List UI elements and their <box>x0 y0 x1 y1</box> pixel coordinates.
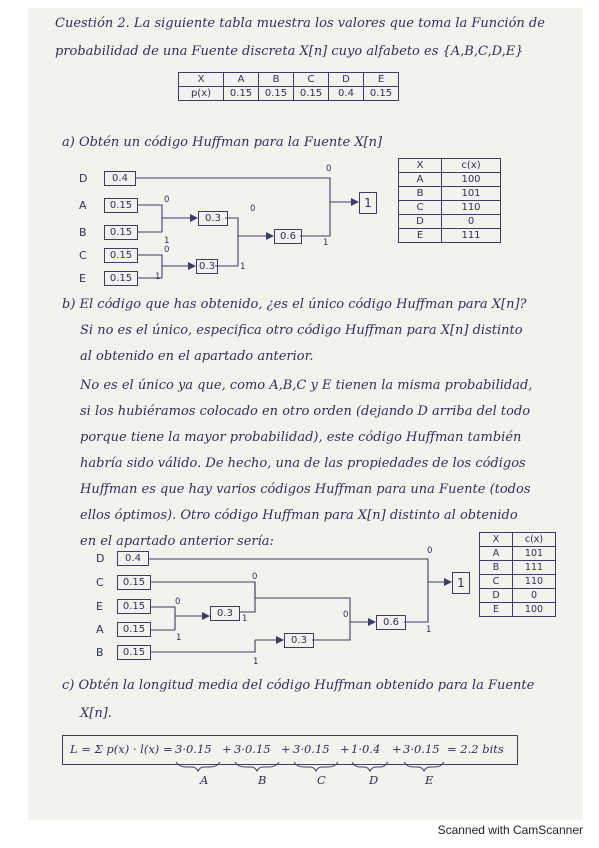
part-c-line-1: c) Obtén la longitud media del código Hu… <box>62 678 535 693</box>
part-b-line: en el apartado anterior sería: <box>80 534 274 549</box>
tree-a-merge-box: 0.3 <box>198 211 228 226</box>
part-b-line: Si no es el único, especifica otro códig… <box>80 323 523 338</box>
tree-a-symbol: E <box>79 272 86 285</box>
tree-b-bit: 1 <box>176 633 182 643</box>
table-cell: 111 <box>441 228 501 243</box>
table-cell: 0.15 <box>293 86 329 101</box>
formula-under-label: D <box>369 773 379 787</box>
formula-plus-sign: + <box>281 742 291 756</box>
tree-a-prob-box: 0.15 <box>104 198 138 213</box>
tree-b-prob-box: 0.15 <box>117 599 151 614</box>
formula-lhs: L = Σ p(x) · l(x) = <box>70 742 173 756</box>
tree-b-bit: 0 <box>175 597 181 607</box>
tree-a-bit: 1 <box>240 262 246 272</box>
scanned-page <box>28 8 583 820</box>
formula-plus-sign: + <box>392 742 402 756</box>
formula-term: 1·0.4 <box>351 742 381 756</box>
part-a-title: a) Obtén un código Huffman para la Fuent… <box>62 135 383 150</box>
question-line-1: Cuestión 2. La siguiente tabla muestra l… <box>55 16 545 31</box>
probability-table-row: p(x) 0.15 0.15 0.15 0.4 0.15 <box>178 86 399 101</box>
part-c-line-2: X[n]. <box>80 706 112 721</box>
tree-b-bit: 0 <box>252 572 258 582</box>
tree-a-prob-box: 0.4 <box>104 171 136 186</box>
formula-plus-sign: + <box>340 742 350 756</box>
tree-a-symbol: B <box>79 226 87 239</box>
part-b-line: Huffman es que hay varios códigos Huffma… <box>80 482 531 497</box>
tree-a-merge-box: 0.6 <box>274 229 302 244</box>
tree-b-merge-box: 0.3 <box>210 606 240 621</box>
tree-b-bit: 1 <box>253 657 259 667</box>
part-b-line: al obtenido en el apartado anterior. <box>80 349 314 364</box>
formula-under-label: C <box>317 773 326 787</box>
formula-term: 3·0.15 <box>403 742 440 756</box>
probability-table: X A B C D E p(x) 0.15 0.15 0.15 0.4 0.15 <box>178 72 399 101</box>
formula-result: = 2.2 bits <box>447 742 504 756</box>
part-b-line: ellos óptimos). Otro código Huffman para… <box>80 508 518 523</box>
tree-b-root-box: 1 <box>452 572 470 594</box>
tree-b-bit: 0 <box>427 546 433 556</box>
table-cell: 100 <box>512 602 556 617</box>
tree-a-bit: 1 <box>155 272 161 282</box>
formula-frame <box>62 735 518 765</box>
tree-b-symbol: C <box>96 576 104 589</box>
formula-term: 3·0.15 <box>175 742 212 756</box>
formula-under-label: E <box>425 773 434 787</box>
tree-a-symbol: A <box>79 199 87 212</box>
formula-under-label: B <box>258 773 267 787</box>
tree-b-prob-box: 0.15 <box>117 575 151 590</box>
tree-a-prob-box: 0.15 <box>104 248 138 263</box>
tree-b-merge-box: 0.3 <box>284 633 314 648</box>
tree-a-symbol: D <box>79 172 88 185</box>
tree-a-prob-box: 0.15 <box>104 271 138 286</box>
tree-b-prob-box: 0.4 <box>117 551 149 566</box>
tree-b-bit: 1 <box>242 614 248 624</box>
table-cell: 0.15 <box>363 86 399 101</box>
tree-b-prob-box: 0.15 <box>117 645 151 660</box>
formula-term: 3·0.15 <box>293 742 330 756</box>
part-b-line: habría sido válido. De hecho, una de las… <box>80 456 526 471</box>
part-b-line: si los hubiéramos colocado en otro orden… <box>80 404 531 419</box>
tree-a-merge-box: 0.3 <box>196 259 218 274</box>
question-line-2: probabilidad de una Fuente discreta X[n]… <box>55 44 524 59</box>
part-b-line: b) El código que has obtenido, ¿es el ún… <box>62 297 527 312</box>
tree-a-bit: 1 <box>164 236 170 246</box>
tree-a-bit: 1 <box>323 238 329 248</box>
formula-under-label: A <box>200 773 209 787</box>
tree-a-root-box: 1 <box>359 192 377 214</box>
tree-a-bit: 0 <box>164 195 170 205</box>
tree-b-symbol: E <box>96 600 103 613</box>
tree-b-bit: 1 <box>426 625 432 635</box>
tree-a-bit: 0 <box>250 204 256 214</box>
scanner-watermark: Scanned with CamScanner <box>437 823 583 837</box>
tree-b-merge-box: 0.6 <box>376 615 406 630</box>
formula-plus-sign: + <box>222 742 232 756</box>
tree-b-symbol: B <box>96 646 104 659</box>
tree-a-prob-box: 0.15 <box>104 225 138 240</box>
tree-b-prob-box: 0.15 <box>117 622 151 637</box>
formula-term: 3·0.15 <box>234 742 271 756</box>
tree-b-bit: 0 <box>343 610 349 620</box>
part-b-line: No es el único ya que, como A,B,C y E ti… <box>80 378 533 393</box>
tree-a-bit: 0 <box>326 164 332 174</box>
part-b-line: porque tiene la mayor probabilidad), est… <box>80 430 522 445</box>
tree-b-symbol: D <box>96 552 105 565</box>
tree-a-bit: 0 <box>164 245 170 255</box>
tree-a-symbol: C <box>79 249 87 262</box>
tree-b-symbol: A <box>96 623 104 636</box>
